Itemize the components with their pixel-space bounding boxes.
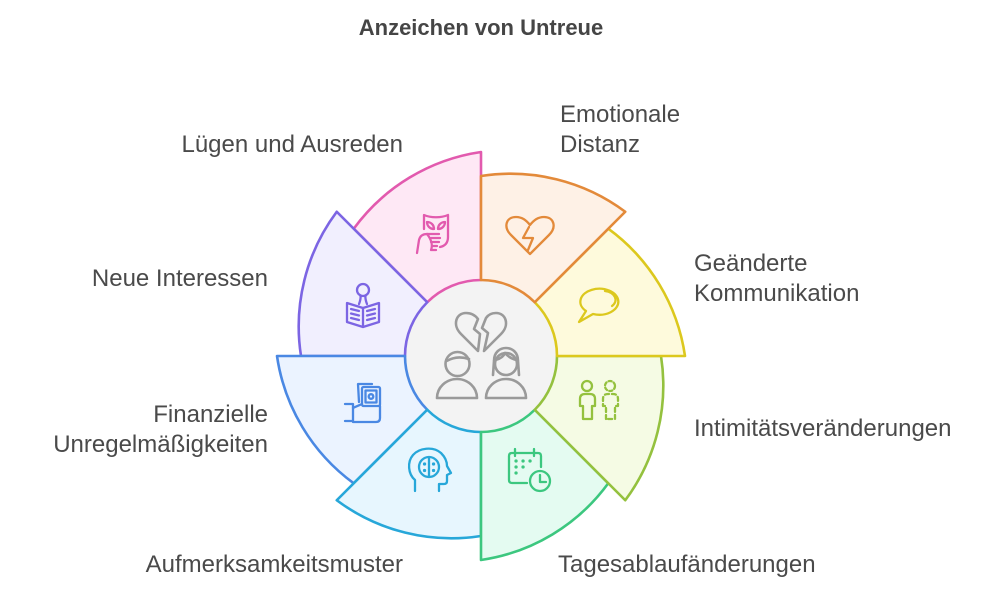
label-aufmerksamkeitsmuster: Aufmerksamkeitsmuster [146, 550, 403, 580]
broken-heart-couple-icon [435, 311, 528, 400]
label-line: Emotionale [560, 101, 681, 128]
woman-icon [484, 346, 528, 400]
label-line: Unregelmäßigkeiten [53, 430, 268, 458]
label-line: Aufmerksamkeitsmuster [145, 551, 403, 578]
sector-shape [479, 408, 610, 562]
label-emotionale-distanz: Emotionale Distanz [560, 100, 680, 159]
sector-tagesablaufaenderungen [479, 408, 610, 562]
broken-heart-left-icon [454, 311, 482, 353]
label-finanzielle-unregelmaessigkeiten: Finanzielle Unregelmäßigkeiten [53, 400, 268, 459]
label-intimitaetsveraenderungen: Intimitätsveränderungen [694, 414, 951, 444]
label-tagesablaufaenderungen: Tagesablaufänderungen [558, 550, 816, 580]
hand-cash-icon [343, 382, 382, 424]
person-reading-icon [345, 282, 381, 329]
sector-aufmerksamkeitsmuster [335, 408, 483, 540]
label-line: Tagesablaufänderungen [558, 551, 816, 578]
speech-bubble-icon [577, 287, 620, 324]
sector-emotionale-distanz [479, 172, 627, 304]
label-line: Lügen und Ausreden [181, 131, 403, 158]
center-circle [405, 280, 557, 432]
label-geaenderte-kommunikation: Geänderte Kommunikation [694, 249, 859, 308]
label-line: Kommunikation [694, 279, 860, 307]
sector-shape [335, 408, 483, 540]
label-line: Intimitätsveränderungen [694, 415, 952, 442]
sector-shape [533, 354, 665, 502]
calendar-clock-icon [507, 447, 552, 493]
diagram-title: Anzeichen von Untreue [358, 15, 604, 40]
head-brain-icon [407, 447, 453, 493]
label-neue-interessen: Neue Interessen [92, 264, 268, 294]
label-line: Finanzielle [153, 401, 268, 428]
sector-finanzielle-unregelmaessigkeiten [275, 354, 429, 485]
sector-geaenderte-kommunikation [533, 227, 687, 358]
people-distance-icon [578, 379, 620, 421]
man-icon [435, 350, 479, 400]
sector-shape [352, 150, 483, 304]
mask-hand-icon [415, 213, 450, 255]
sector-neue-interessen [297, 210, 429, 358]
sector-luegen-und-ausreden [352, 150, 483, 304]
label-line: Distanz [560, 130, 641, 158]
label-line: Geänderte [694, 250, 808, 277]
label-line: Neue Interessen [91, 265, 268, 292]
label-luegen-und-ausreden: Lügen und Ausreden [181, 130, 403, 160]
sector-shape [479, 172, 627, 304]
broken-heart-icon [505, 215, 555, 256]
broken-heart-right-icon [480, 311, 508, 353]
sector-intimitaetsveraenderungen [533, 354, 665, 502]
